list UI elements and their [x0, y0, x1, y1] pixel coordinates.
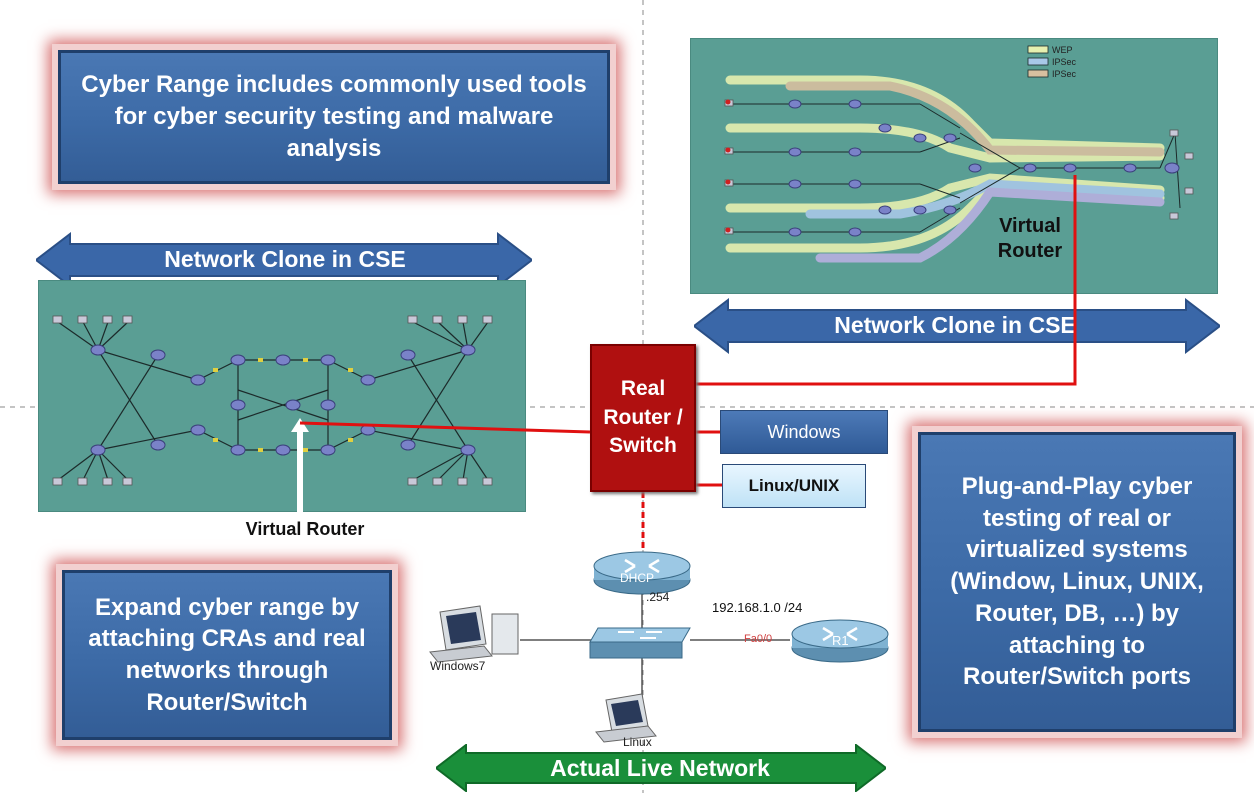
network-clone-arrow-right — [694, 298, 1220, 354]
virtual-router-pointer-left — [291, 418, 309, 514]
info-box-plug-and-play-text: Plug-and-Play cyber testing of real or v… — [950, 473, 1204, 691]
linux-unix-label: Linux/UNIX — [748, 476, 840, 495]
windows-label: Windows — [767, 421, 841, 442]
info-box-plug-and-play: Plug-and-Play cyber testing of real or v… — [918, 432, 1236, 732]
linux-pc-label: Linux — [623, 735, 652, 749]
actual-live-network-label: Actual Live Network — [550, 754, 770, 781]
virtual-router-label-right: Virtual Router — [997, 215, 1063, 262]
r1-label: R1 — [832, 633, 849, 648]
dhcp-label: DHCP — [620, 571, 655, 585]
network-clone-label-right: Network Clone in CSE — [834, 311, 1076, 338]
fa00-label: Fa0/0 — [744, 633, 773, 645]
network-clone-arrow-left — [36, 232, 532, 288]
network-topology-right: WEP IPSec IPSec — [724, 45, 1194, 263]
linux-unix-box[interactable]: Linux/UNIX — [722, 464, 866, 508]
subnet-label: 192.168.1.0 /24 — [712, 600, 803, 615]
info-box-cyber-range: Cyber Range includes commonly used tools… — [58, 50, 610, 184]
info-box-cyber-range-text: Cyber Range includes commonly used tools… — [81, 71, 587, 162]
network-topology-left — [52, 315, 493, 486]
real-router-switch[interactable]: Real Router / Switch — [590, 344, 696, 492]
dhcp-router-icon — [593, 551, 691, 595]
real-router-switch-label: Real Router / Switch — [603, 376, 683, 458]
port-254-label: .254 — [646, 590, 670, 604]
windows7-label: Windows7 — [430, 659, 486, 673]
windows7-pc-icon — [429, 605, 519, 663]
virtual-router-label-left: Virtual Router — [245, 519, 365, 539]
network-clone-label-left: Network Clone in CSE — [164, 245, 406, 272]
windows-box[interactable]: Windows — [720, 410, 888, 454]
switch-icon — [589, 627, 691, 659]
info-box-expand-range-text: Expand cyber range by attaching CRAs and… — [88, 593, 366, 716]
linux-pc-icon — [595, 693, 657, 743]
legend-ipsec-2: IPSec — [1052, 69, 1077, 79]
live-network-diagram — [429, 551, 889, 743]
legend-wep: WEP — [1052, 45, 1073, 55]
legend-ipsec-1: IPSec — [1052, 57, 1077, 67]
r1-router-icon — [791, 619, 889, 663]
info-box-expand-range: Expand cyber range by attaching CRAs and… — [62, 570, 392, 740]
actual-live-network-arrow — [436, 744, 886, 792]
